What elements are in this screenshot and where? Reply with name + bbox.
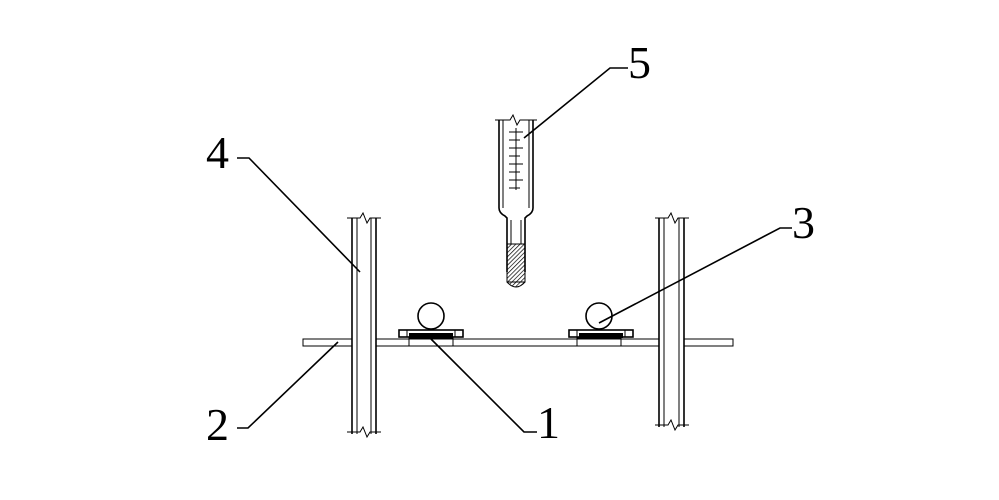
leader-lines <box>237 67 792 433</box>
pipette <box>495 113 537 288</box>
callout-1: 1 <box>537 397 560 448</box>
callout-3: 3 <box>792 197 815 248</box>
right-post <box>655 211 689 432</box>
left-post <box>347 211 381 439</box>
left-holder <box>398 302 464 347</box>
callout-4: 4 <box>206 127 229 178</box>
right-ball <box>585 302 613 330</box>
base-plate <box>302 338 734 347</box>
callout-5: 5 <box>628 37 651 88</box>
callout-2: 2 <box>206 399 229 450</box>
left-ball <box>417 302 445 330</box>
